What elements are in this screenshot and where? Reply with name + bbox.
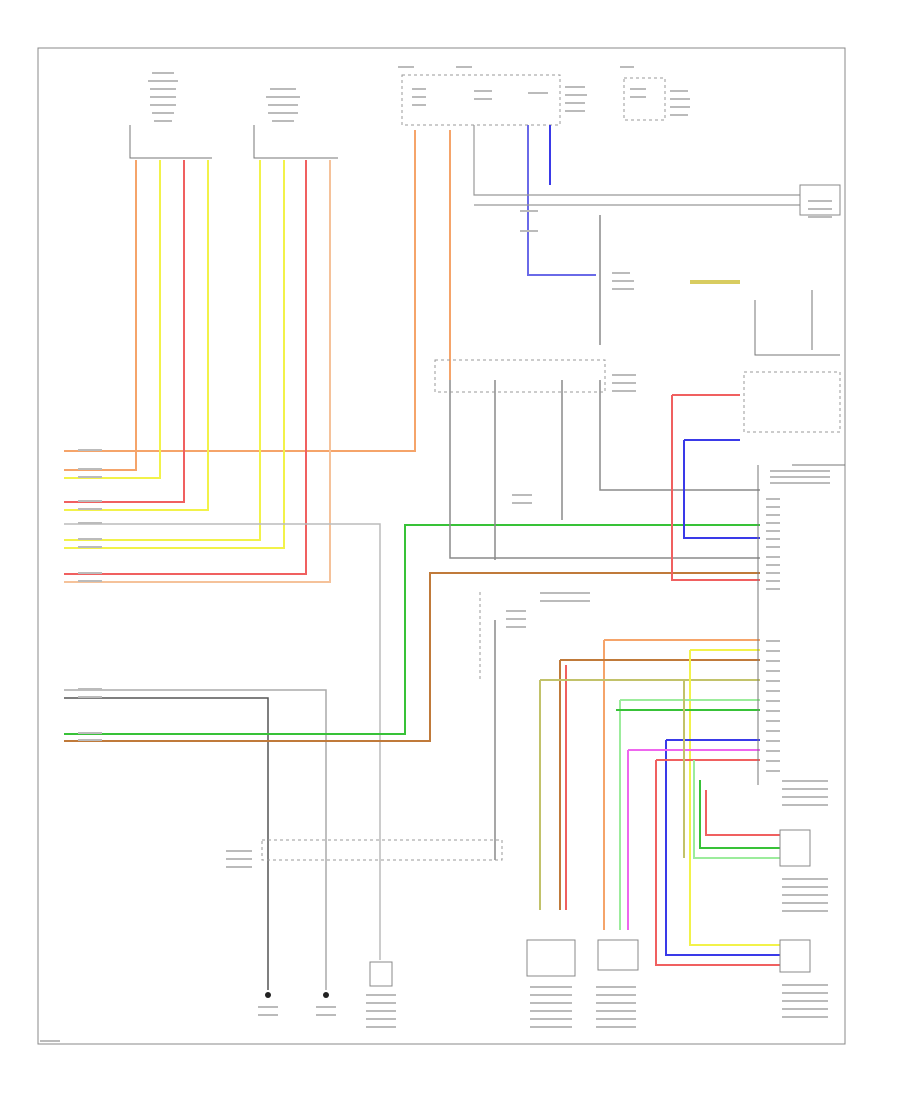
door-speaker-connector-right [596,939,639,1028]
center-speaker-connector-top [253,88,338,159]
wire-red-right [671,395,760,581]
junction-box-center [434,359,606,393]
center-labels [506,210,636,628]
left-speaker-connector-top [129,72,212,159]
wire-brown [64,572,760,742]
antenna-amplifier [366,961,396,1028]
junction-box-bottom [261,839,503,861]
wire-blue [527,125,760,539]
wire-top-right [473,125,800,196]
label-marks [266,88,300,122]
main-connector-pins [757,464,845,785]
right-component-labels [770,200,832,1018]
label-marks [148,72,178,122]
wire-orange [64,130,451,471]
ground-left [258,992,278,1016]
switch-area-right [690,280,840,356]
wire-red [64,160,331,583]
fuse-box-top [398,66,587,126]
door-speaker-connector-left [526,939,576,1028]
left-wire-labels [40,449,252,1042]
speaker-connector-right-1 [779,829,811,867]
wire-center-verticals [449,215,760,860]
connector-top-right [799,184,841,216]
wire-bundle-lower-right [539,639,780,966]
junction-box-right [743,371,841,433]
ground-center [316,992,336,1016]
wire-gray [64,523,381,990]
wire-yellow [64,160,285,549]
diagram-frame [37,47,846,1045]
speaker-connector-right-2 [779,939,811,973]
fuse-box-right-top [620,66,690,121]
